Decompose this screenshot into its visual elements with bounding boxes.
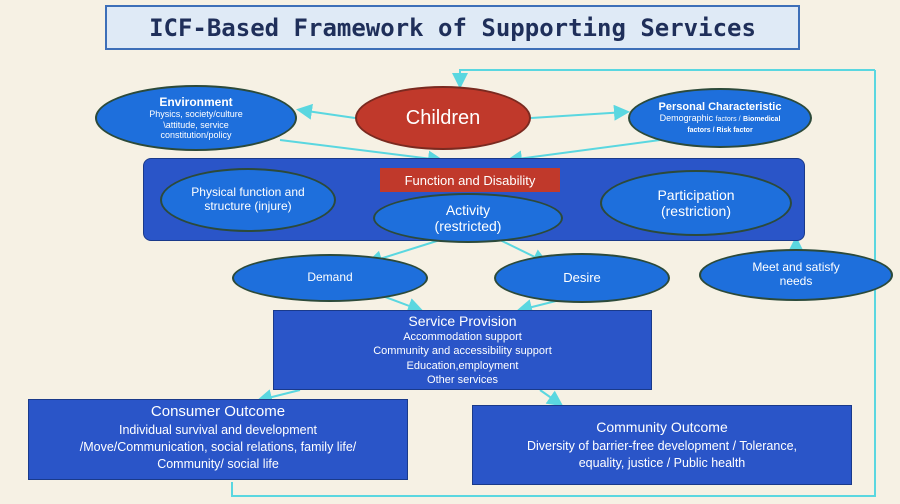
community-outcome-box: Community Outcome Diversity of barrier-f… xyxy=(472,405,852,485)
personal-body-a: Demographic xyxy=(659,113,714,124)
participation-node: Participation (restriction) xyxy=(600,170,792,236)
consumer-outcome-box: Consumer Outcome Individual survival and… xyxy=(28,399,408,480)
service-item: Community and accessibility support xyxy=(373,345,552,358)
personal-heading: Personal Characteristic xyxy=(658,100,782,113)
service-heading: Service Provision xyxy=(408,313,517,329)
meet-needs-node: Meet and satisfy needs xyxy=(699,249,893,301)
consumer-heading: Consumer Outcome xyxy=(150,403,286,420)
children-node: Children xyxy=(355,86,531,150)
consumer-line: /Move/Communication, social relations, f… xyxy=(79,440,357,455)
environment-body: Physics, society/culture \attitude, serv… xyxy=(149,109,243,141)
activity-line1: Activity xyxy=(445,201,491,218)
participation-line1: Participation xyxy=(657,186,735,203)
environment-node: Environment Physics, society/culture \at… xyxy=(95,85,297,151)
personal-body-b: factors / xyxy=(715,116,741,124)
service-item: Education,employment xyxy=(406,359,519,372)
service-item: Accommodation support xyxy=(403,331,522,344)
consumer-line: Individual survival and development xyxy=(118,423,318,438)
personal-body-c: Biomedical factors / Risk factor xyxy=(687,116,781,135)
function-disability-label: Function and Disability xyxy=(380,168,560,192)
physical-function-node: Physical function and structure (injure) xyxy=(160,168,336,232)
community-line: Diversity of barrier-free development / … xyxy=(526,438,798,453)
page-title: ICF-Based Framework of Supporting Servic… xyxy=(105,5,800,50)
personal-characteristic-node: Personal Characteristic Demographic fact… xyxy=(628,88,812,148)
desire-node: Desire xyxy=(494,253,670,303)
participation-line2: (restriction) xyxy=(660,203,731,219)
activity-line2: (restricted) xyxy=(434,218,502,234)
environment-heading: Environment xyxy=(159,94,233,109)
community-heading: Community Outcome xyxy=(596,419,728,435)
consumer-line: Community/ social life xyxy=(157,457,279,471)
community-line: equality, justice / Public health xyxy=(578,456,746,471)
activity-node: Activity (restricted) xyxy=(373,193,563,243)
service-provision-box: Service Provision Accommodation support … xyxy=(273,310,652,390)
demand-node: Demand xyxy=(232,254,428,302)
service-item: Other services xyxy=(427,374,498,387)
